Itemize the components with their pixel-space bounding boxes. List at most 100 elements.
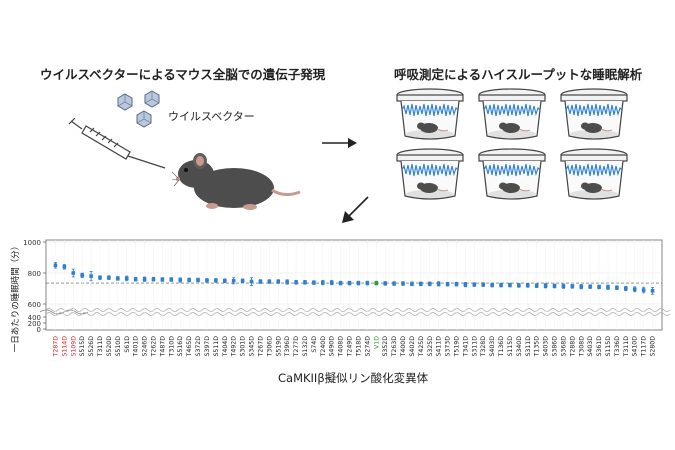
chart-ylabel: 一日あたりの睡眠時間（分） — [10, 242, 21, 353]
x-tick-label: S402D — [409, 336, 416, 357]
data-point — [249, 279, 254, 284]
x-tick-label: S526D — [88, 336, 95, 357]
cage-array — [396, 88, 628, 200]
x-tick-label: S345D — [249, 336, 256, 357]
x-tick-label: S411D — [436, 336, 443, 357]
data-point — [133, 277, 138, 281]
data-point — [641, 288, 646, 292]
data-point — [285, 280, 289, 284]
left-panel-title: ウイルスベクターによるマウス全脳での遺伝子発現 — [40, 67, 326, 82]
x-tick-label: V1D — [373, 336, 380, 349]
data-point — [267, 279, 272, 284]
x-tick-label: T518D — [355, 336, 362, 358]
data-point — [365, 281, 370, 285]
x-tick-label: T328D — [480, 336, 487, 358]
x-tick-label: S74D — [311, 336, 318, 353]
data-point — [552, 284, 557, 288]
data-point — [53, 263, 58, 268]
x-tick-label: T249D — [347, 336, 354, 358]
x-tick-label: T465D — [186, 336, 193, 358]
axis-break-band — [45, 312, 671, 316]
x-tick-label: T408D — [338, 336, 345, 358]
data-point — [419, 282, 423, 286]
data-point — [80, 273, 84, 278]
x-tick-label: T277D — [293, 336, 300, 358]
data-point — [338, 281, 343, 285]
x-tick-label: T136D — [498, 336, 505, 358]
x-tick-label: S372D — [195, 336, 202, 357]
x-tick-label: T306D — [266, 336, 273, 358]
x-tick-label: T487D — [159, 336, 166, 358]
chart-xlabel: CaMKIIβ擬似リン酸化変異体 — [278, 371, 429, 385]
data-point — [597, 285, 601, 289]
x-tick-label: S115D — [605, 336, 612, 357]
x-tick-label: S352D — [382, 336, 389, 357]
data-point — [107, 275, 111, 280]
x-tick-label: S361D — [596, 336, 603, 357]
x-tick-label: S516D — [177, 336, 184, 357]
data-point — [570, 284, 575, 289]
x-tick-label: S109D — [70, 336, 77, 357]
data-point — [561, 284, 566, 288]
x-tick-label: T263D — [391, 336, 398, 358]
data-point — [329, 280, 334, 285]
x-tick-label: S386D — [552, 336, 559, 357]
x-tick-label: S490D — [329, 336, 336, 357]
plot-area — [45, 239, 663, 331]
data-point — [89, 274, 93, 278]
x-tick-label: S115D — [507, 336, 514, 357]
x-tick-label: S373D — [445, 336, 452, 357]
x-tick-label: S132D — [302, 336, 309, 357]
data-point — [499, 283, 503, 287]
x-tick-label: T396D — [284, 336, 291, 358]
data-point — [401, 281, 405, 286]
data-point — [615, 285, 619, 290]
x-tick-label: T401D — [133, 336, 140, 358]
x-tick-label: S280D — [650, 336, 657, 357]
data-point — [517, 283, 521, 288]
x-tick-label: S325D — [427, 336, 434, 357]
virus-vector-icons — [117, 90, 160, 128]
data-point — [410, 282, 414, 286]
x-tick-label: S397D — [204, 336, 211, 357]
data-point — [240, 278, 245, 283]
data-point — [481, 282, 486, 287]
data-point — [463, 282, 468, 287]
right-panel-title: 呼吸測定によるハイスループットな睡眠解析 — [394, 67, 643, 82]
x-tick-label: T288D — [569, 336, 576, 358]
x-tick-label: T287D — [52, 336, 59, 358]
x-tick-label: S274D — [364, 336, 371, 357]
data-point — [588, 284, 592, 289]
mouse-illustration — [172, 153, 301, 210]
data-point — [116, 276, 120, 281]
data-point — [543, 283, 548, 288]
x-tick-label: T267D — [257, 336, 264, 358]
x-tick-label: S403D — [543, 336, 550, 357]
data-point — [624, 286, 628, 291]
y-tick-label: 1000 — [23, 239, 41, 247]
data-point — [178, 278, 183, 282]
data-point — [650, 289, 655, 293]
x-tick-label: S403D — [489, 336, 496, 357]
x-tick-label: T341D — [462, 336, 469, 358]
x-tick-label: S246D — [142, 336, 149, 357]
x-tick-label: S61D — [124, 336, 131, 353]
data-point — [151, 277, 156, 281]
y-tick-label: 600 — [28, 301, 41, 309]
data-point — [321, 280, 325, 285]
data-point — [374, 281, 379, 285]
virus-vector-label: ウイルスベクター — [168, 110, 255, 123]
syringe-icon — [68, 118, 166, 169]
x-tick-label: T117D — [641, 336, 648, 358]
data-point — [632, 287, 637, 292]
data-point — [579, 284, 584, 289]
x-tick-label: S311D — [525, 336, 532, 357]
x-tick-label: T240D — [320, 336, 327, 358]
x-tick-label: S510D — [115, 336, 122, 357]
data-point — [472, 282, 477, 287]
x-tick-label: T336D — [614, 336, 621, 358]
y-tick-label: 0 — [37, 326, 41, 334]
x-tick-label: T519D — [453, 336, 460, 358]
x-tick-label: S511D — [213, 336, 220, 357]
